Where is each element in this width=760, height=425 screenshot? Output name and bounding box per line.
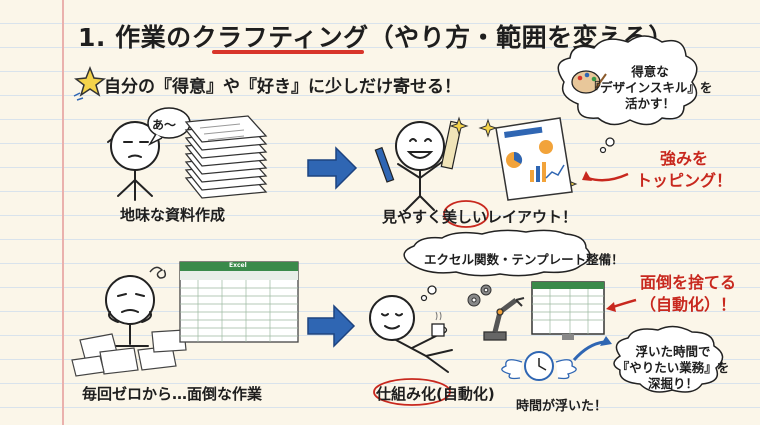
title-underline [212, 50, 364, 54]
topping-label: 強みを トッピング！ [636, 148, 732, 192]
thought-line-1: 得意な [631, 64, 669, 79]
deep-dive-thought-bubble [613, 325, 724, 393]
pen-icon [374, 146, 395, 183]
paint-palette-icon [571, 70, 607, 94]
relaxed-person-figure [369, 295, 453, 373]
page-title: 1. 作業のクラフティング（やり方・範囲を変える） [78, 23, 674, 52]
bored-speech-bubble [147, 107, 191, 146]
sparkle-star-icon [73, 65, 106, 101]
infographic-document [495, 117, 573, 201]
thought-line-2: 『デザインスキル』を [587, 80, 713, 95]
time-saved-caption: 時間が浮いた！ [516, 399, 608, 414]
thought-text-top: 得意な 『デザインスキル』を 活かす！ [586, 64, 714, 112]
before-caption-bottom: 毎回ゼロから…面倒な作業 [82, 385, 263, 403]
document-stack [184, 115, 268, 199]
discard-line-2: （自動化）！ [640, 295, 737, 314]
stress-scribble-icon [149, 266, 167, 279]
winged-clock-icon [501, 351, 577, 381]
dig-line-2: 『やりたい業務』を [616, 360, 730, 375]
transform-arrow-bottom [307, 304, 356, 348]
deep-dive-text: 浮いた時間で 『やりたい業務』を 深掘り！ [614, 344, 732, 392]
dig-line-3: 深掘り！ [647, 376, 698, 391]
transform-arrow-top [307, 146, 358, 190]
spreadsheet-title: Excel [229, 262, 247, 269]
discard-label: 面倒を捨てる （自動化）！ [640, 272, 736, 316]
scattered-papers [71, 329, 187, 377]
subtitle: 自分の『得意』や『好き』に少しだけ寄せる！ [104, 77, 461, 97]
ruler-icon [440, 120, 463, 170]
system-highlight-circle [373, 378, 451, 406]
coffee-cup-icon [431, 311, 448, 337]
rising-arrow [572, 340, 605, 361]
gear-icon [467, 284, 492, 307]
discard-line-1: 面倒を捨てる [640, 273, 737, 292]
topping-arrow [587, 172, 629, 182]
topping-line-1: 強みを [660, 149, 709, 168]
after-caption-bottom: 仕組み化(自動化) [376, 385, 495, 403]
stressed-person-figure [105, 275, 155, 347]
design-skill-thought-bubble [557, 35, 698, 154]
thought-line-3: 活かす！ [624, 96, 675, 111]
bored-speech-text: あ～ [152, 118, 177, 132]
beautiful-highlight-circle [443, 200, 489, 228]
after-caption-top: 見やすく美しいレイアウト！ [382, 208, 578, 226]
before-caption-top: 地味な資料作成 [120, 206, 226, 224]
automation-thought-text: エクセル関数・テンプレート整備！ [424, 252, 624, 267]
notebook-margin-line [62, 0, 64, 425]
robot-arm-icon [483, 297, 525, 341]
spreadsheet-window [179, 261, 299, 343]
happy-designer-figure [395, 121, 445, 211]
bored-person-figure [107, 121, 160, 201]
automated-spreadsheet-monitor [531, 281, 605, 340]
topping-line-2: トッピング！ [636, 171, 733, 190]
automation-thought-bubble [403, 229, 591, 302]
dig-line-1: 浮いた時間で [635, 344, 711, 359]
